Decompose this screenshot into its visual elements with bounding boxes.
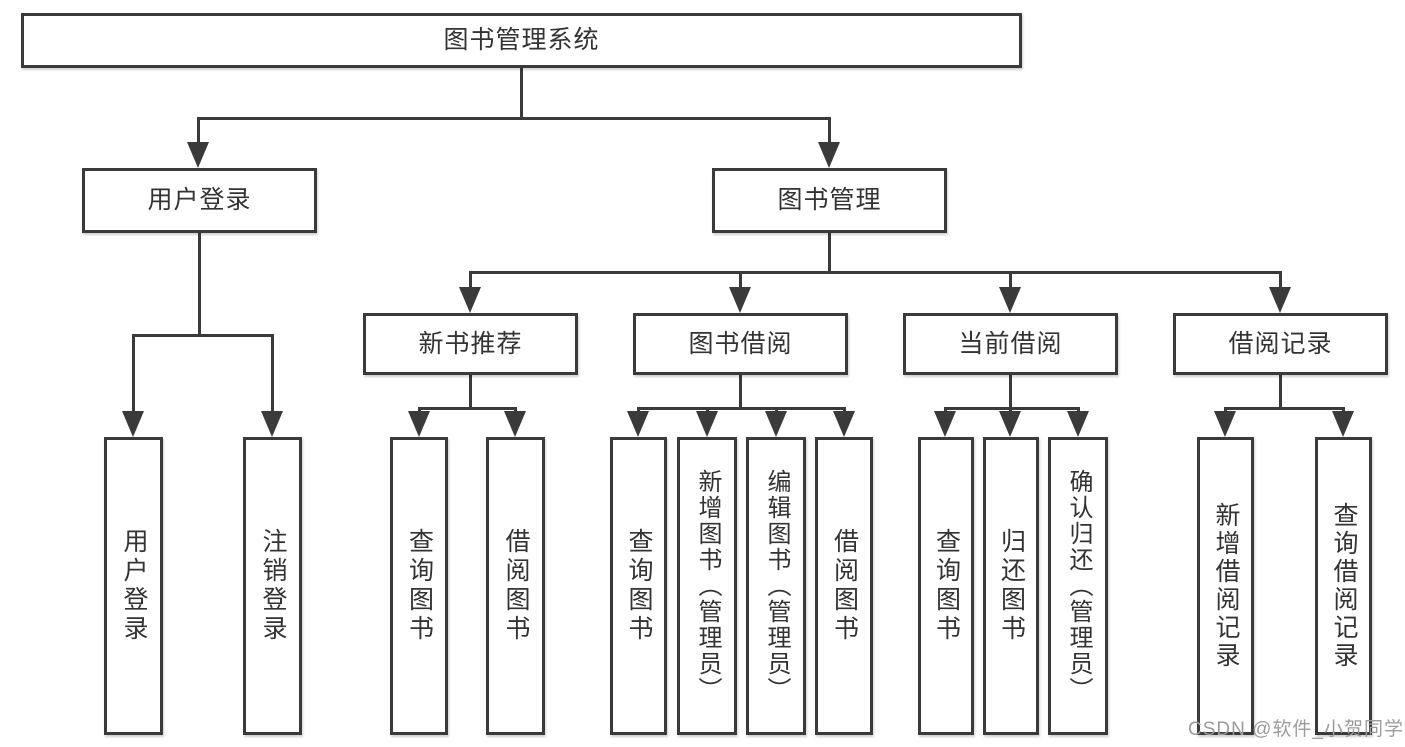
watermark: CSDN @软件_小贺同学 [1188,719,1404,740]
connector-vline [1223,408,1227,412]
arrowhead-down-icon [1269,287,1291,313]
connector-vline [197,233,201,336]
arrowhead-down-icon [765,411,787,437]
node-root: 图书管理系统 [21,13,1022,68]
leaf-query-borrow-record-label: 查询借阅记录 [1330,502,1358,670]
arrowhead-down-icon [187,142,209,168]
leaf-add-borrow-record: 新增借阅记录 [1197,437,1254,735]
leaf-current-query-book: 查询图书 [918,437,974,735]
arrowhead-down-icon [696,411,718,437]
arrowhead-down-icon [1067,411,1089,437]
leaf-confirm-return-admin-label: 确认归还（管理员） [1065,469,1092,703]
connector-hline [131,333,274,337]
node-root-label: 图书管理系统 [443,26,600,54]
leaf-user-login: 用户登录 [104,437,163,735]
leaf-borrowing-borrow-book: 借阅图书 [815,437,873,735]
arrowhead-down-icon [729,287,751,313]
node-new-book-recommend-label: 新书推荐 [418,329,523,358]
connector-hline [417,406,517,410]
arrowhead-down-icon [122,411,144,437]
node-book-borrowing-label: 图书借阅 [688,329,793,358]
leaf-return-book: 归还图书 [983,437,1039,735]
leaf-recommend-borrow-book-label: 借阅图书 [502,528,530,644]
connector-vline [513,408,517,412]
connector-hline [636,406,846,410]
arrowhead-down-icon [261,411,283,437]
leaf-borrowing-query-book: 查询图书 [610,437,667,735]
connector-vline [196,118,200,143]
connector-vline [943,408,947,412]
connector-vline [1341,408,1345,412]
leaf-recommend-query-book-label: 查询图书 [405,528,434,644]
leaf-recommend-borrow-book: 借阅图书 [486,437,545,735]
arrowhead-down-icon [459,287,481,313]
arrowhead-down-icon [504,411,526,437]
connector-vline [1008,375,1012,410]
leaf-borrowing-query-book-label: 查询图书 [625,528,653,644]
leaf-edit-book-admin-label: 编辑图书（管理员） [763,469,790,703]
connector-vline [1076,408,1080,412]
arrowhead-down-icon [627,411,649,437]
leaf-return-book-label: 归还图书 [997,528,1026,644]
connector-vline [1008,408,1012,412]
connector-hline [943,406,1080,410]
leaf-add-book-admin-label: 新增图书（管理员） [694,469,721,703]
node-book-management-label: 图书管理 [777,186,882,214]
connector-vline [842,408,846,412]
leaf-recommend-query-book: 查询图书 [390,437,448,735]
connector-vline [827,233,831,273]
connector-vline [468,272,472,288]
arrowhead-down-icon [999,287,1021,313]
connector-hline [196,116,831,120]
connector-vline [1278,375,1282,410]
leaf-add-borrow-record-label: 新增借阅记录 [1212,502,1240,670]
arrowhead-down-icon [1214,411,1236,437]
leaf-logout-label: 注销登录 [259,528,287,644]
node-borrow-records: 借阅记录 [1173,313,1388,375]
arrowhead-down-icon [833,411,855,437]
connector-vline [131,335,135,412]
arrowhead-down-icon [1332,411,1354,437]
leaf-confirm-return-admin: 确认归还（管理员） [1048,437,1108,735]
connector-vline [1008,272,1012,288]
node-book-borrowing: 图书借阅 [633,313,848,375]
connector-vline [270,335,274,412]
connector-vline [738,375,742,410]
node-borrow-records-label: 借阅记录 [1228,329,1333,358]
connector-vline [417,408,421,412]
arrowhead-down-icon [999,411,1021,437]
connector-vline [827,118,831,143]
connector-vline [520,68,523,119]
arrowhead-down-icon [408,411,430,437]
connector-vline [738,272,742,288]
connector-vline [774,408,778,412]
leaf-logout: 注销登录 [243,437,302,735]
connector-hline [1223,406,1345,410]
connector-hline [468,270,1282,274]
node-user-login: 用户登录 [82,168,317,233]
leaf-query-borrow-record: 查询借阅记录 [1315,437,1372,735]
leaf-borrowing-borrow-book-label: 借阅图书 [830,528,859,644]
node-user-login-label: 用户登录 [147,186,252,214]
connector-vline [1278,272,1282,288]
node-current-borrowing: 当前借阅 [903,313,1118,375]
leaf-add-book-admin: 新增图书（管理员） [677,437,737,735]
leaf-current-query-book-label: 查询图书 [932,528,961,644]
leaf-user-login-label: 用户登录 [120,528,148,644]
connector-vline [636,408,640,412]
connector-vline [705,408,709,412]
node-book-management: 图书管理 [712,168,947,233]
leaf-edit-book-admin: 编辑图书（管理员） [746,437,806,735]
node-current-borrowing-label: 当前借阅 [958,329,1063,358]
node-new-book-recommend: 新书推荐 [363,313,578,375]
arrowhead-down-icon [934,411,956,437]
connector-vline [468,375,472,410]
arrowhead-down-icon [818,142,840,168]
